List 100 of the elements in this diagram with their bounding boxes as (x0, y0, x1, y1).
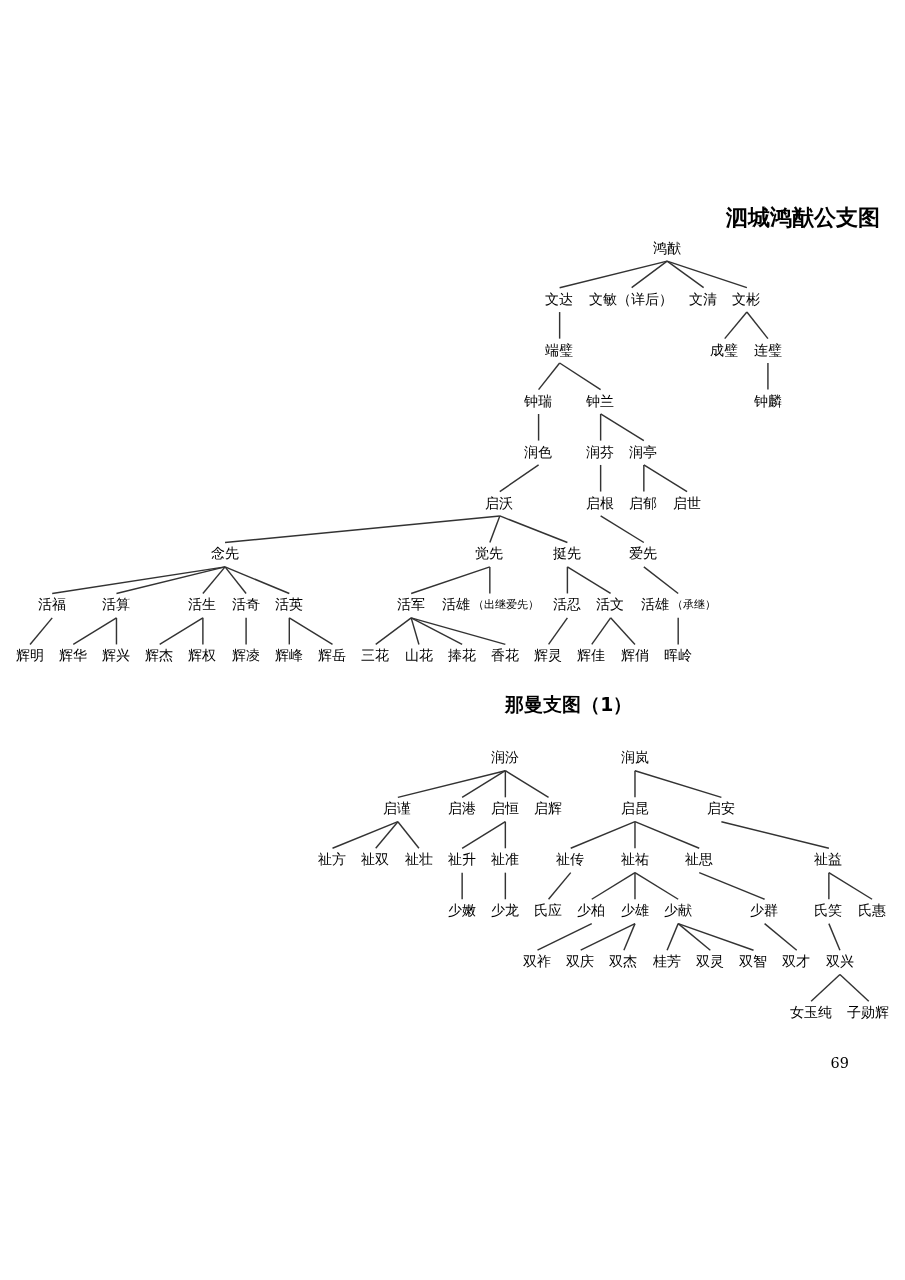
connector (537, 413, 539, 442)
node-text: 活算 (101, 596, 130, 613)
connector (115, 617, 117, 646)
node-text: 氏惠 (857, 902, 886, 919)
node-text: 爱先 (628, 545, 657, 562)
connector (374, 617, 412, 646)
node-text: 润岚 (620, 749, 649, 766)
connector (633, 770, 722, 799)
node-text: 活福 (37, 596, 66, 613)
node-text: 少龙 (490, 902, 519, 919)
node-text: 少雄 (620, 902, 649, 919)
connector (288, 617, 290, 646)
node-text: 念先 (210, 545, 239, 562)
connector (374, 821, 399, 849)
label: 那曼支图（1） (504, 694, 632, 716)
connector (223, 566, 290, 595)
connector (409, 617, 506, 646)
connector (633, 821, 636, 849)
connector (590, 617, 611, 646)
connector (599, 515, 645, 544)
connector (331, 821, 399, 849)
node-text: 氏笑 (813, 902, 842, 919)
node-text: 启沃 (484, 494, 513, 511)
node-text: 活文 (595, 596, 624, 613)
node-text: 启安 (706, 800, 735, 817)
node-text: 辉凌 (231, 647, 260, 664)
node-text: 挺先 (552, 545, 581, 562)
node-text: 文敏（详后） (588, 290, 673, 307)
connector (566, 566, 568, 595)
node-text: 润汾 (490, 749, 519, 766)
node-text: 辉岳 (317, 647, 346, 664)
node-text: 辉杰 (144, 647, 173, 664)
node-text: 祉准 (490, 851, 519, 868)
node-text: 润亭 (628, 443, 657, 460)
connector (676, 922, 754, 951)
node-text: 祉祐 (620, 851, 649, 868)
connector (396, 821, 420, 849)
connector (622, 922, 636, 951)
connector (642, 464, 688, 493)
node-text: 辉权 (187, 647, 216, 664)
connector (599, 413, 601, 442)
connector (460, 821, 506, 849)
node-text: 启世 (672, 494, 701, 511)
connector (665, 260, 704, 289)
connector (633, 770, 636, 799)
diagram-title: 泗城鸿猷公支图 (725, 203, 880, 230)
node-text: 文彬 (731, 290, 760, 307)
node-text: 文清 (688, 290, 717, 307)
node-text: 女玉纯 (789, 1004, 832, 1021)
node-text: 山花 (404, 647, 433, 664)
node-text: 钟麟 (753, 392, 782, 409)
connector (201, 617, 204, 646)
connector (488, 566, 491, 595)
node-text: 双才 (781, 953, 810, 970)
node-text: 成璧 (709, 341, 738, 358)
connector (223, 515, 501, 544)
connector (723, 311, 748, 340)
connector (504, 770, 549, 799)
connector (569, 821, 636, 849)
connector (547, 871, 571, 900)
node-text: 辉兴 (101, 647, 130, 664)
node-text: 祉升 (447, 851, 476, 868)
connector (827, 871, 830, 900)
connector (558, 311, 560, 340)
node-text: 氏应 (533, 902, 562, 919)
connector (223, 566, 247, 595)
node-text: 活生 (187, 596, 216, 613)
connector (396, 770, 506, 799)
node-text: 觉先 (474, 545, 503, 562)
node-text: 钟瑞 (523, 392, 552, 409)
connector (72, 617, 117, 646)
node-text: 启根 (585, 494, 614, 511)
connector (409, 566, 491, 595)
node-text: 启港 (447, 800, 476, 817)
node-text: 双庆 (565, 953, 594, 970)
node-text: 少献 (663, 902, 692, 919)
connector (115, 566, 226, 595)
connector (827, 922, 841, 951)
connector (288, 617, 333, 646)
node-text: 连璧 (753, 341, 782, 358)
node-text: 辉佳 (576, 647, 605, 664)
node-text: 活雄 (441, 596, 470, 613)
node-text: 祉思 (684, 851, 713, 868)
connector (536, 922, 592, 951)
node-text: 祉传 (555, 851, 584, 868)
connector (633, 871, 636, 900)
node-text: 鸿猷 (652, 239, 681, 256)
node-text: 双杰 (608, 953, 637, 970)
node-text: 活奇 (231, 596, 260, 613)
connector (409, 617, 420, 646)
node-text: 辉峰 (274, 647, 303, 664)
node-text: 文达 (544, 290, 573, 307)
connector (590, 871, 636, 900)
node-text: 祉方 (317, 851, 346, 868)
connector (558, 260, 668, 289)
node-text: 端璧 (544, 341, 573, 358)
connector (498, 515, 568, 544)
connector (599, 413, 645, 442)
node-text: 辉俏 (620, 647, 649, 664)
node-text: 活忍 (552, 596, 581, 613)
